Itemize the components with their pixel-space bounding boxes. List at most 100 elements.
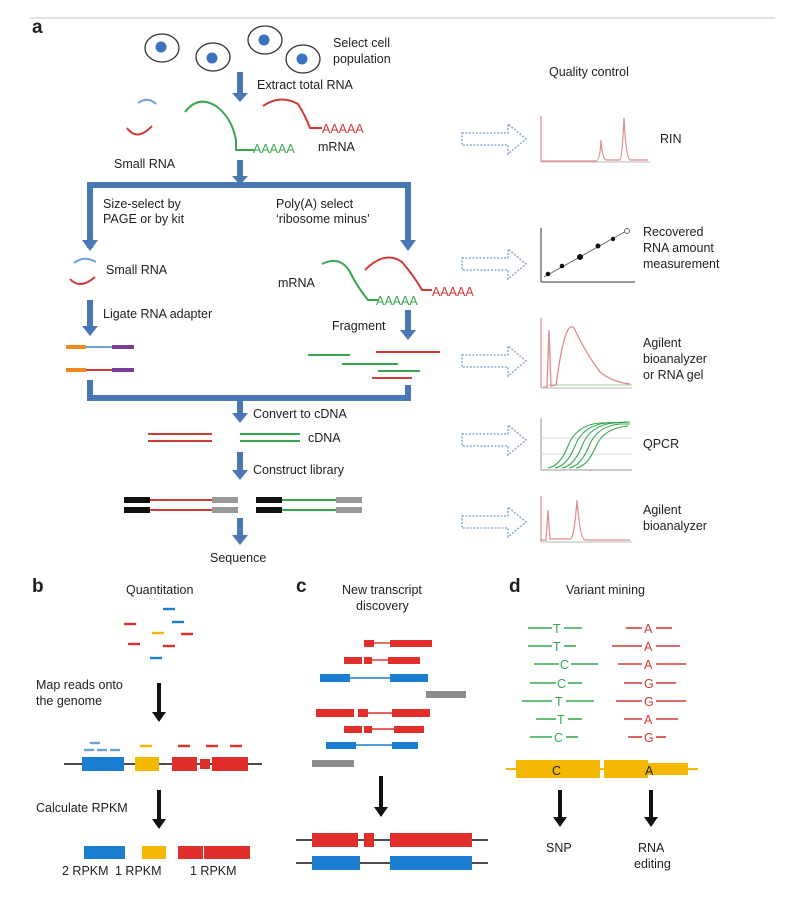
small-rna-label-2: Small RNA (106, 263, 168, 277)
quantitation-title: Quantitation (126, 583, 193, 597)
read-blue (326, 742, 418, 749)
right-base: A (644, 640, 653, 654)
snp-arrowhead (553, 817, 567, 827)
read-blue (320, 674, 428, 682)
merge-bracket (87, 380, 411, 401)
right-base: G (644, 677, 654, 691)
right-base: G (644, 695, 654, 709)
mrna-red-2 (364, 256, 432, 291)
right-base: A (644, 713, 653, 727)
new-transcript-title-line1: New transcript (342, 583, 422, 597)
qc-label-rin: RIN (660, 132, 682, 146)
cdna-green (240, 433, 300, 442)
bioanalyzer-plot-2 (540, 496, 632, 543)
flow-arrowhead (82, 240, 98, 251)
mrna-label-2: mRNA (278, 276, 315, 290)
qc-arrow (461, 505, 528, 539)
small-rna-red (126, 125, 153, 136)
rna-amount-plot (540, 228, 635, 283)
rna-fragments (308, 351, 440, 379)
bioanalyzer-plot-1 (540, 318, 632, 389)
snp-label: SNP (546, 841, 572, 855)
rin-plot (540, 116, 650, 163)
rpkm-label-red: 1 RPKM (190, 864, 237, 878)
map-arrowhead (152, 712, 166, 722)
qc-label-agilent2-line1: Agilent (643, 503, 682, 517)
qc-label-agilent2-line2: bioanalyzer (643, 519, 707, 533)
cell-icon (247, 25, 283, 55)
qc-arrow (461, 122, 528, 156)
reference-track-d (506, 760, 698, 778)
polya-green: AAAAA (253, 142, 295, 156)
assembled-transcript-blue (296, 856, 488, 870)
rpkm-label-blue: 2 RPKM (62, 864, 109, 878)
spliced-reads (312, 640, 466, 767)
assembled-transcript-red (296, 833, 488, 847)
cell-icon (285, 44, 321, 74)
read-red (364, 640, 432, 647)
rna-editing-arrowhead (644, 817, 658, 827)
cell-icon (195, 42, 231, 72)
genome-track-b (64, 757, 262, 771)
cell-icon (144, 33, 180, 63)
small-rna-red-2 (69, 276, 96, 285)
right-base: G (644, 731, 654, 745)
new-transcript-title-line2: discovery (356, 599, 410, 613)
qc-arrow (461, 247, 528, 281)
cell-population (144, 25, 321, 74)
size-select-line2: PAGE or by kit (103, 212, 185, 226)
mapped-reads (84, 741, 242, 752)
small-rna-blue-2 (73, 257, 97, 264)
branch-bracket (87, 182, 411, 248)
variant-reads-left (522, 627, 598, 738)
calc-rpkm-label: Calculate RPKM (36, 801, 128, 815)
qc-label-qpcr: QPCR (643, 437, 679, 451)
small-rna-blue (137, 98, 157, 105)
flow-arrowhead (232, 413, 248, 423)
rpkm-bars (84, 846, 250, 859)
qc-label-recovered-line1: Recovered (643, 225, 703, 239)
qc-label-agilent1-line1: Agilent (643, 336, 682, 350)
qc-arrow (461, 423, 528, 457)
quality-control-title: Quality control (549, 65, 629, 79)
small-rna-label: Small RNA (114, 157, 176, 171)
left-base: C (554, 731, 563, 745)
construct-library-label: Construct library (253, 463, 345, 477)
assembly-arrowhead (374, 807, 388, 817)
polya-red-2: AAAAA (432, 285, 474, 299)
ref-base-c: C (552, 764, 561, 778)
polya-red: AAAAA (322, 122, 364, 136)
mrna-red (262, 98, 322, 129)
left-base: C (557, 677, 566, 691)
read-red (344, 657, 420, 664)
flow-arrowhead (232, 93, 248, 102)
mrna-green-2 (321, 259, 378, 301)
flow-arrowhead (232, 176, 248, 185)
cdna-label: cDNA (308, 431, 341, 445)
map-reads-line2: the genome (36, 694, 102, 708)
select-cell-label-line2: population (333, 52, 391, 66)
library-fragment-green (256, 497, 362, 513)
polya-select-line2: ‘ribosome minus’ (276, 212, 370, 226)
rna-editing-line1: RNA (638, 841, 665, 855)
panel-label-a: a (32, 17, 43, 38)
size-select-line1: Size-select by (103, 197, 182, 211)
rpkm-label-yellow: 1 RPKM (115, 864, 162, 878)
left-base: T (555, 695, 563, 709)
rna-editing-line2: editing (634, 857, 671, 871)
map-reads-line1: Map reads onto (36, 678, 123, 692)
read-red (316, 709, 430, 717)
left-base: T (557, 713, 565, 727)
variant-reads-right (612, 627, 686, 738)
flow-arrowhead (82, 326, 98, 336)
ref-base-a: A (645, 764, 654, 778)
left-base: C (560, 658, 569, 672)
mrna-green (184, 100, 254, 151)
qc-label-agilent1-line2: bioanalyzer (643, 352, 707, 366)
panel-label-b: b (32, 576, 44, 597)
qc-arrow (461, 344, 528, 378)
qc-label-recovered-line3: measurement (643, 257, 720, 271)
qc-label-recovered-line2: RNA amount (643, 241, 714, 255)
unmapped-reads (124, 607, 193, 660)
